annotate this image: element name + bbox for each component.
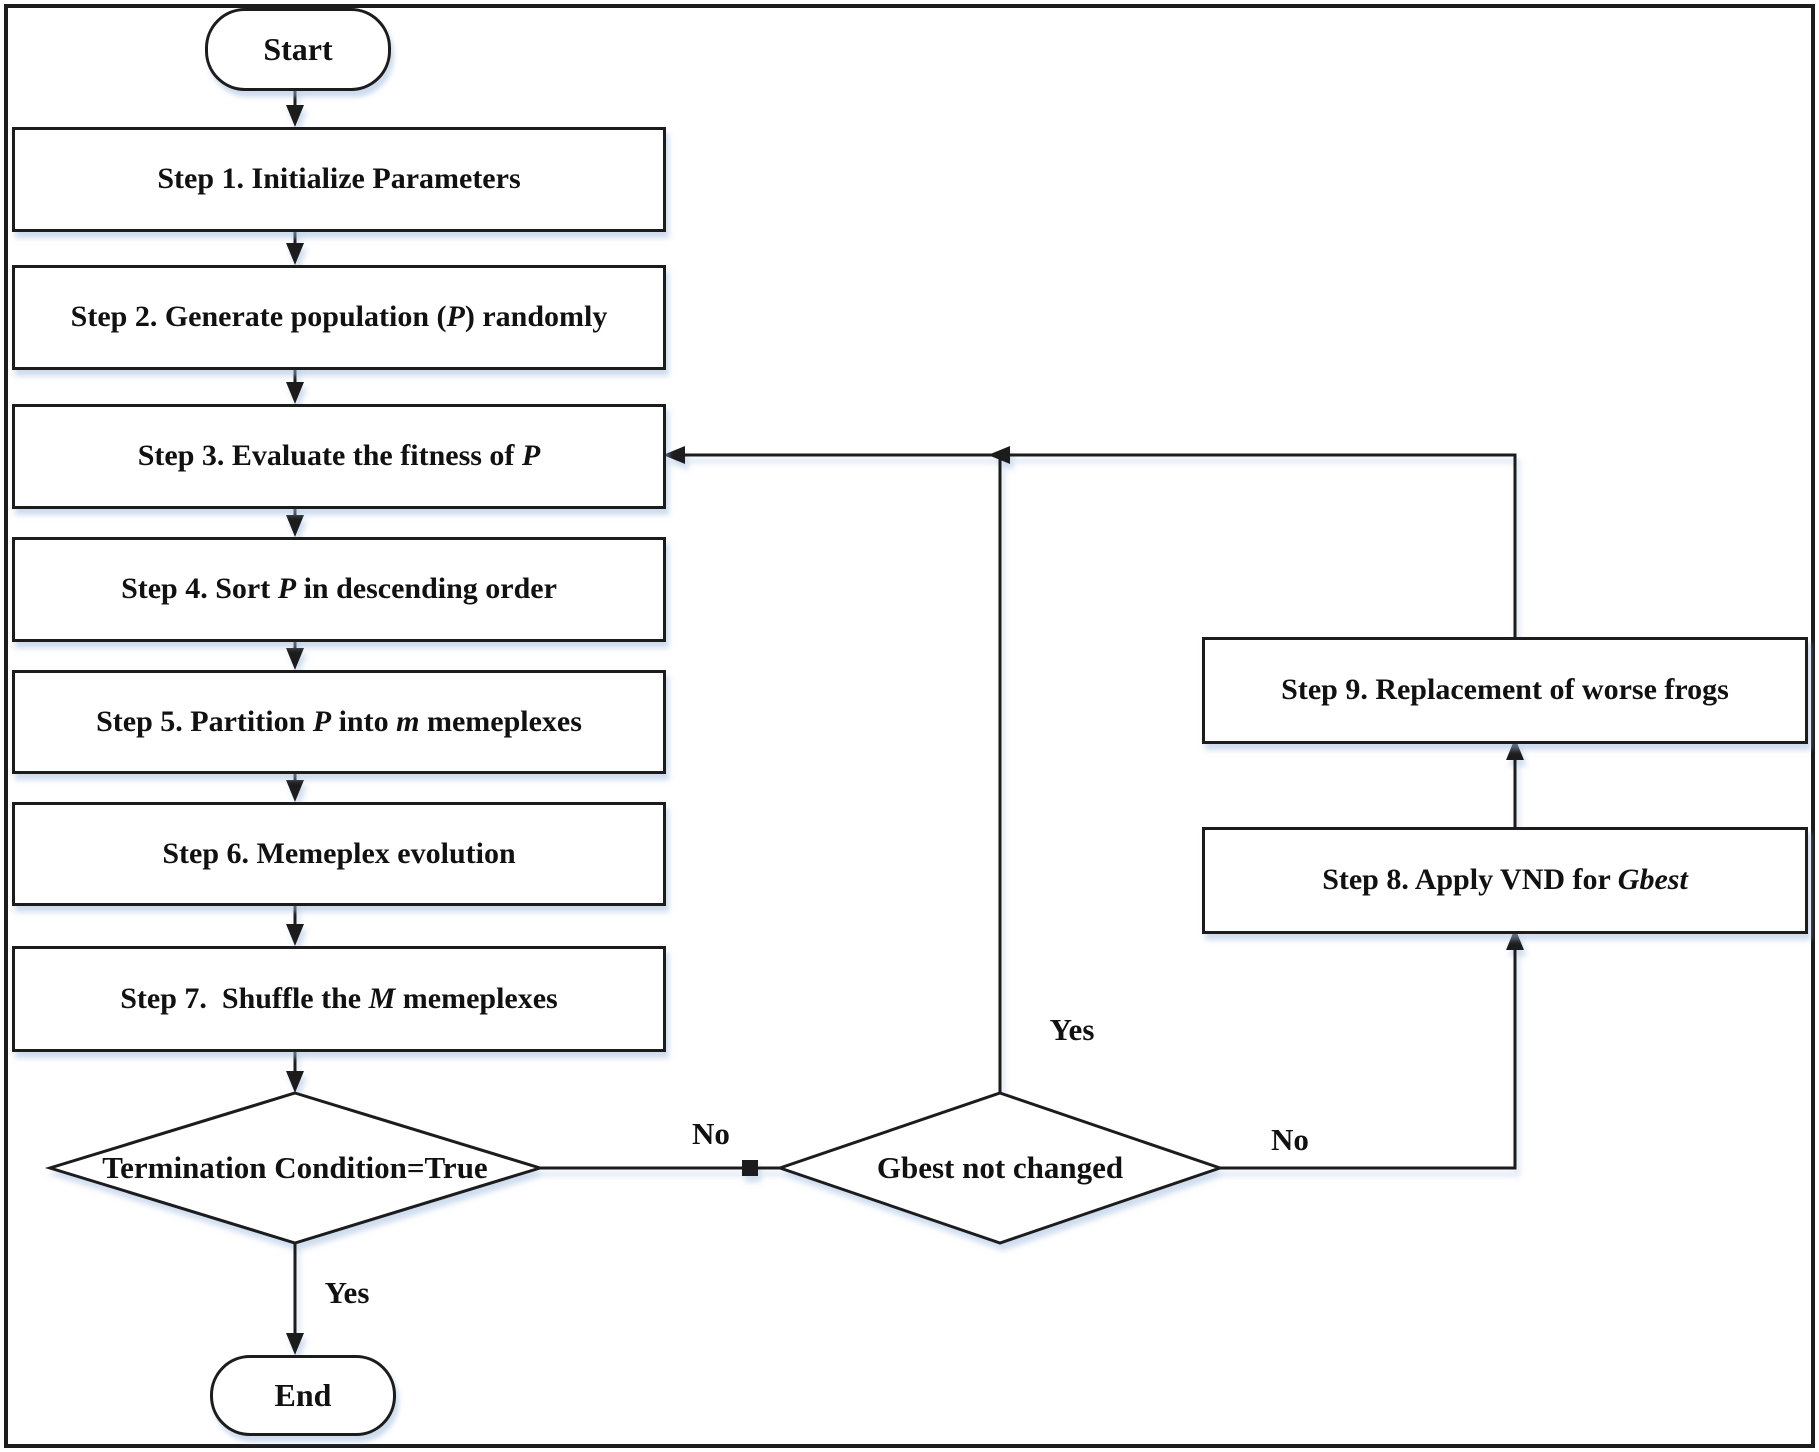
node-step9: Step 9. Replacement of worse frogs [1202,637,1808,744]
decision-termination-shape [44,1091,546,1245]
arrowhead-step1-step2 [286,243,304,265]
junction-connector-square [742,1160,758,1176]
node-end-label: End [274,1377,332,1414]
edge-label-termination-no: No [692,1116,730,1151]
edge-label-gbest-no: No [1271,1122,1309,1157]
arrowhead-step5-step6 [286,780,304,802]
node-step4-label: Step 4. Sort P in descending order [121,572,557,606]
node-step8: Step 8. Apply VND for Gbest [1202,827,1808,934]
arrowhead-start-step1 [286,105,304,127]
arrowhead-step3-step4 [286,515,304,537]
node-step6: Step 6. Memeplex evolution [12,802,666,906]
node-step5-label: Step 5. Partition P into m memeplexes [96,704,582,738]
decision-gbest-shape [775,1091,1225,1245]
figure-border [4,4,1815,1448]
arrowhead-loop-step3 [663,446,685,464]
edge-step9-step3 [685,453,1517,637]
decision-termination-label: Termination Condition=True [102,1150,488,1185]
node-step9-label: Step 9. Replacement of worse frogs [1281,673,1729,707]
node-step8-label: Step 8. Apply VND for Gbest [1322,863,1688,897]
node-start-label: Start [263,31,333,68]
node-end: End [210,1355,396,1436]
node-step3: Step 3. Evaluate the fitness of P [12,404,666,509]
edge-gbest-no-step8 [1220,950,1517,1170]
arrowhead-step6-step7 [286,924,304,946]
node-step7: Step 7. Shuffle the M memeplexes [12,946,666,1052]
arrowhead-step2-step3 [286,382,304,404]
edge-label-gbest-yes: Yes [1049,1012,1095,1047]
edge-label-termination-yes: Yes [324,1275,370,1310]
node-step5: Step 5. Partition P into m memeplexes [12,670,666,774]
node-step1-label: Step 1. Initialize Parameters [157,162,521,196]
node-step2: Step 2. Generate population (P) randomly [12,265,666,370]
node-step6-label: Step 6. Memeplex evolution [162,836,516,870]
arrowhead-step4-step5 [286,648,304,670]
arrowhead-gbest-yes-loop [988,446,1010,464]
node-step1: Step 1. Initialize Parameters [12,127,666,232]
node-step4: Step 4. Sort P in descending order [12,537,666,642]
decision-gbest-label: Gbest not changed [876,1150,1124,1185]
arrowhead-step7-termination [286,1071,304,1093]
node-start: Start [205,8,391,91]
arrowhead-gbest-no-step8 [1506,928,1524,950]
node-step3-label: Step 3. Evaluate the fitness of P [137,439,541,473]
arrowhead-termination-end [286,1333,304,1355]
node-step2-label: Step 2. Generate population (P) randomly [70,300,608,334]
arrowhead-step8-step9 [1506,738,1524,760]
node-step7-label: Step 7. Shuffle the M memeplexes [120,981,558,1015]
